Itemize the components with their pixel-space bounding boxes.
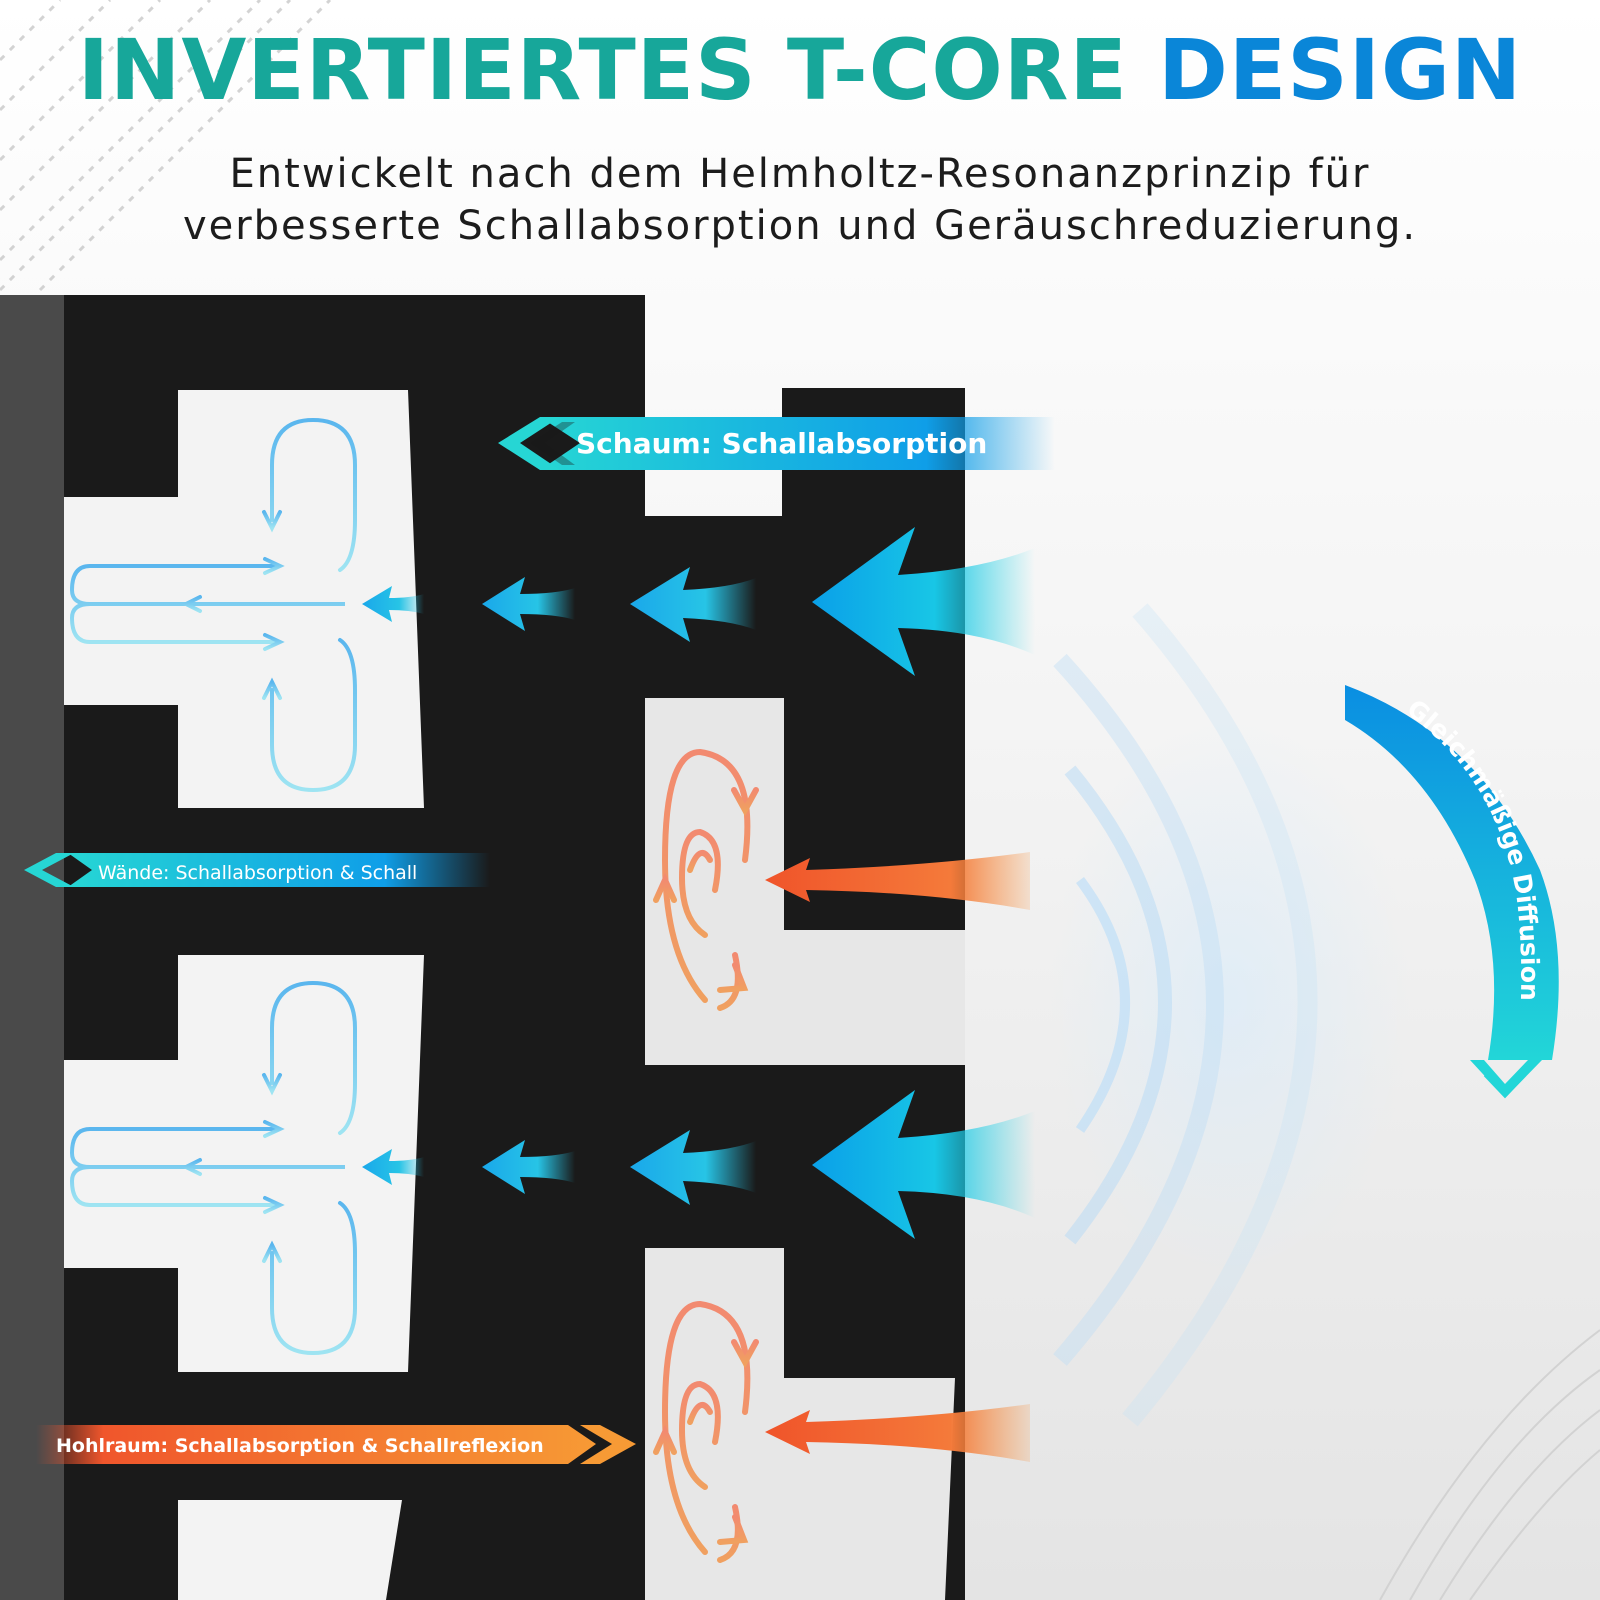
hatch-decoration bbox=[0, 0, 332, 292]
airflow-loops-top bbox=[69, 417, 357, 793]
blue-arrow-group-top bbox=[362, 527, 1035, 676]
airflow-loops-bottom bbox=[69, 980, 357, 1356]
title-part-teal: INVERTIERTES T-CORE bbox=[77, 21, 1128, 119]
back-wall bbox=[0, 295, 64, 1600]
blue-arrow-small bbox=[482, 577, 575, 631]
sound-wave-rings bbox=[1050, 603, 1410, 1427]
orange-arrow-bottom bbox=[765, 1404, 1030, 1462]
blue-arrow-large bbox=[812, 1090, 1035, 1239]
resonance-spiral-top bbox=[653, 748, 759, 1011]
cavity-label: Hohlraum: Schallabsorption & Schallrefle… bbox=[56, 1435, 544, 1457]
walls-label: Wände: Schallabsorption & Schall bbox=[98, 862, 417, 884]
blue-arrow-medium bbox=[630, 1130, 756, 1205]
foam-label-banner: Schaum: Schallabsorption bbox=[498, 417, 1055, 470]
blue-arrow-tiny bbox=[362, 586, 424, 622]
page-subtitle: Entwickelt nach dem Helmholtz-Resonanzpr… bbox=[0, 148, 1600, 252]
subtitle-line-1: Entwickelt nach dem Helmholtz-Resonanzpr… bbox=[229, 151, 1371, 197]
blue-arrow-large bbox=[812, 527, 1035, 676]
resonance-spiral-bottom bbox=[653, 1300, 759, 1563]
blue-arrow-tiny bbox=[362, 1149, 424, 1185]
subtitle-line-2: verbesserte Schallabsorption und Geräusc… bbox=[182, 203, 1418, 249]
foam-label: Schaum: Schallabsorption bbox=[576, 427, 987, 460]
blue-arrow-medium bbox=[630, 567, 756, 642]
blue-arrow-group-bottom bbox=[362, 1090, 1035, 1239]
title-part-blue: DESIGN bbox=[1158, 21, 1523, 119]
orange-arrow-top bbox=[765, 852, 1030, 910]
walls-label-banner: Wände: Schallabsorption & Schall bbox=[24, 853, 490, 887]
curve-decoration bbox=[1379, 1329, 1600, 1600]
page-title: INVERTIERTES T-CORE DESIGN bbox=[0, 28, 1600, 112]
cavity-label-banner: Hohlraum: Schallabsorption & Schallrefle… bbox=[36, 1425, 636, 1464]
blue-arrow-small bbox=[482, 1140, 575, 1194]
